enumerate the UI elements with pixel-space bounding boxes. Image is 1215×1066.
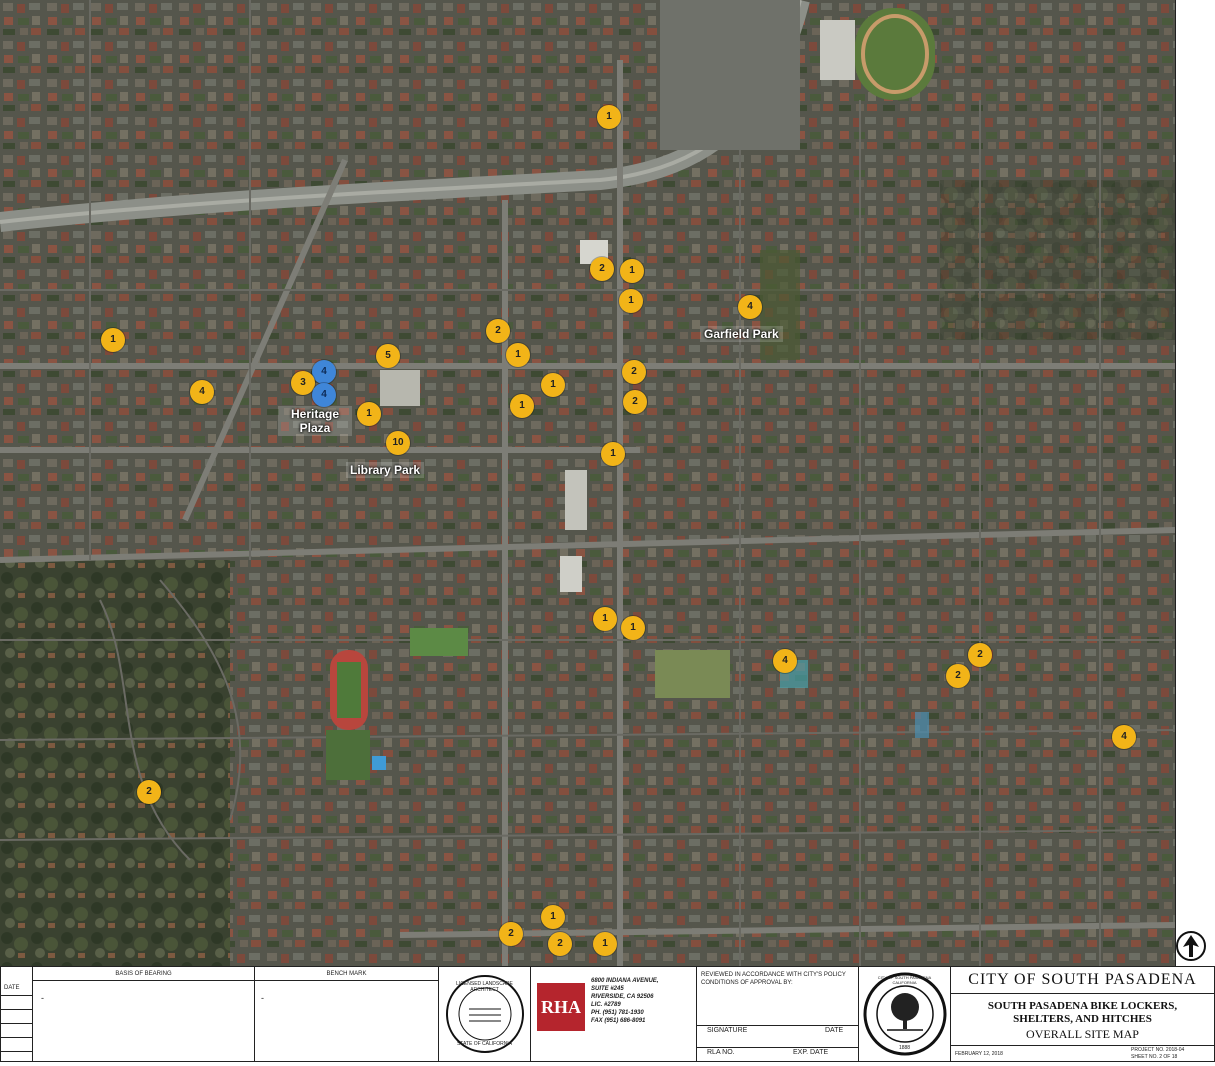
marker-bike-rack[interactable]: 1	[510, 394, 534, 418]
firm-address-line: 6800 INDIANA AVENUE,	[591, 978, 659, 984]
marker-bike-rack[interactable]: 1	[601, 442, 625, 466]
aerial-photo-background	[0, 0, 1175, 966]
bench-mark-value: -	[261, 993, 264, 1003]
firm-address-line: RIVERSIDE, CA 92506	[591, 994, 654, 1000]
basis-of-bearing-cell: BASIS OF BEARING -	[33, 967, 255, 1061]
park-label-library: Library Park	[346, 462, 425, 478]
marker-bike-rack[interactable]: 4	[738, 295, 762, 319]
exp-date-label: EXP. DATE	[793, 1049, 829, 1056]
firm-phone: PH. (951) 781-1930	[591, 1010, 644, 1016]
marker-bike-rack[interactable]: 10	[386, 431, 410, 455]
park-label-heritage: Heritage Plaza	[278, 406, 352, 436]
architect-seal-icon	[446, 975, 524, 1053]
review-text: REVIEWED IN ACCORDANCE WITH CITY'S POLIC…	[701, 972, 846, 986]
city-seal-cell: CITY OF SOUTH PASADENA CALIFORNIA 1888	[859, 967, 951, 1061]
north-arrow-icon	[1176, 931, 1206, 961]
marker-bike-rack[interactable]: 1	[597, 105, 621, 129]
park-label-garfield: Garfield Park	[700, 326, 783, 342]
marker-bike-rack[interactable]: 2	[968, 643, 992, 667]
marker-bike-rack[interactable]: 4	[1112, 725, 1136, 749]
marker-bike-rack[interactable]: 4	[773, 649, 797, 673]
firm-address-line: SUITE #245	[591, 986, 624, 992]
city-seal-text: CITY OF SOUTH PASADENA CALIFORNIA	[877, 975, 932, 985]
firm-logo: RHA	[537, 983, 585, 1031]
sheet-right-margin	[1175, 0, 1215, 966]
marker-bike-rack[interactable]: 2	[623, 390, 647, 414]
city-name: CITY OF SOUTH PASADENA	[968, 971, 1197, 988]
bench-mark-label: BENCH MARK	[326, 971, 367, 977]
marker-bike-locker[interactable]: 4	[312, 360, 336, 384]
marker-bike-rack[interactable]: 2	[499, 922, 523, 946]
title-block: DATE BASIS OF BEARING - BENCH MARK - LIC…	[0, 966, 1215, 1062]
signature-date-label: DATE	[825, 1027, 844, 1034]
marker-bike-rack[interactable]: 2	[590, 257, 614, 281]
marker-bike-rack[interactable]: 1	[619, 289, 643, 313]
basis-of-bearing-value: -	[41, 993, 44, 1003]
architect-seal-cell: LICENSED LANDSCAPE ARCHITECT STATE OF CA…	[439, 967, 531, 1061]
marker-bike-locker[interactable]: 4	[312, 383, 336, 407]
city-seal-icon	[863, 972, 947, 1056]
marker-bike-rack[interactable]: 3	[291, 371, 315, 395]
marker-bike-rack[interactable]: 2	[548, 932, 572, 956]
marker-bike-rack[interactable]: 1	[101, 328, 125, 352]
marker-bike-rack[interactable]: 2	[486, 319, 510, 343]
architect-seal-bottom: STATE OF CALIFORNIA	[456, 1041, 513, 1047]
project-title-line-2: SHELTERS, AND HITCHES	[1013, 1013, 1152, 1025]
marker-bike-rack[interactable]: 2	[946, 664, 970, 688]
project-title-line-1: SOUTH PASADENA BIKE LOCKERS,	[987, 1000, 1178, 1012]
marker-bike-rack[interactable]: 1	[593, 607, 617, 631]
project-number: PROJECT NO. 2018-04	[1131, 1047, 1185, 1053]
marker-bike-rack[interactable]: 4	[190, 380, 214, 404]
marker-bike-rack[interactable]: 2	[137, 780, 161, 804]
marker-bike-rack[interactable]: 1	[620, 259, 644, 283]
date-label: DATE	[4, 985, 20, 991]
firm-fax: FAX (951) 686-8091	[591, 1018, 646, 1024]
review-cell: REVIEWED IN ACCORDANCE WITH CITY'S POLIC…	[697, 967, 859, 1061]
basis-of-bearing-label: BASIS OF BEARING	[115, 971, 172, 977]
marker-bike-rack[interactable]: 1	[593, 932, 617, 956]
firm-license: LIC. #2789	[591, 1002, 621, 1008]
marker-bike-rack[interactable]: 1	[541, 905, 565, 929]
plot-date: FEBRUARY 12, 2018	[955, 1051, 1003, 1057]
marker-bike-rack[interactable]: 1	[541, 373, 565, 397]
bench-mark-cell: BENCH MARK -	[255, 967, 439, 1061]
sheet-title: OVERALL SITE MAP	[1026, 1027, 1139, 1041]
rla-label: RLA NO.	[707, 1049, 735, 1056]
signature-label: SIGNATURE	[707, 1027, 748, 1034]
marker-bike-rack[interactable]: 2	[622, 360, 646, 384]
aerial-map[interactable]: Garfield Park Heritage Plaza Library Par…	[0, 0, 1175, 966]
marker-bike-rack[interactable]: 5	[376, 344, 400, 368]
marker-bike-rack[interactable]: 1	[357, 402, 381, 426]
marker-bike-rack[interactable]: 1	[621, 616, 645, 640]
city-seal-year: 1888	[898, 1045, 911, 1051]
project-title-cell: CITY OF SOUTH PASADENA SOUTH PASADENA BI…	[951, 967, 1214, 1061]
marker-bike-rack[interactable]: 1	[506, 343, 530, 367]
date-column: DATE	[1, 967, 33, 1061]
architect-seal-top: LICENSED LANDSCAPE ARCHITECT	[456, 981, 513, 993]
firm-cell: RHA 6800 INDIANA AVENUE, SUITE #245 RIVE…	[531, 967, 697, 1061]
sheet-number: SHEET NO. 2 OF 18	[1131, 1054, 1178, 1060]
